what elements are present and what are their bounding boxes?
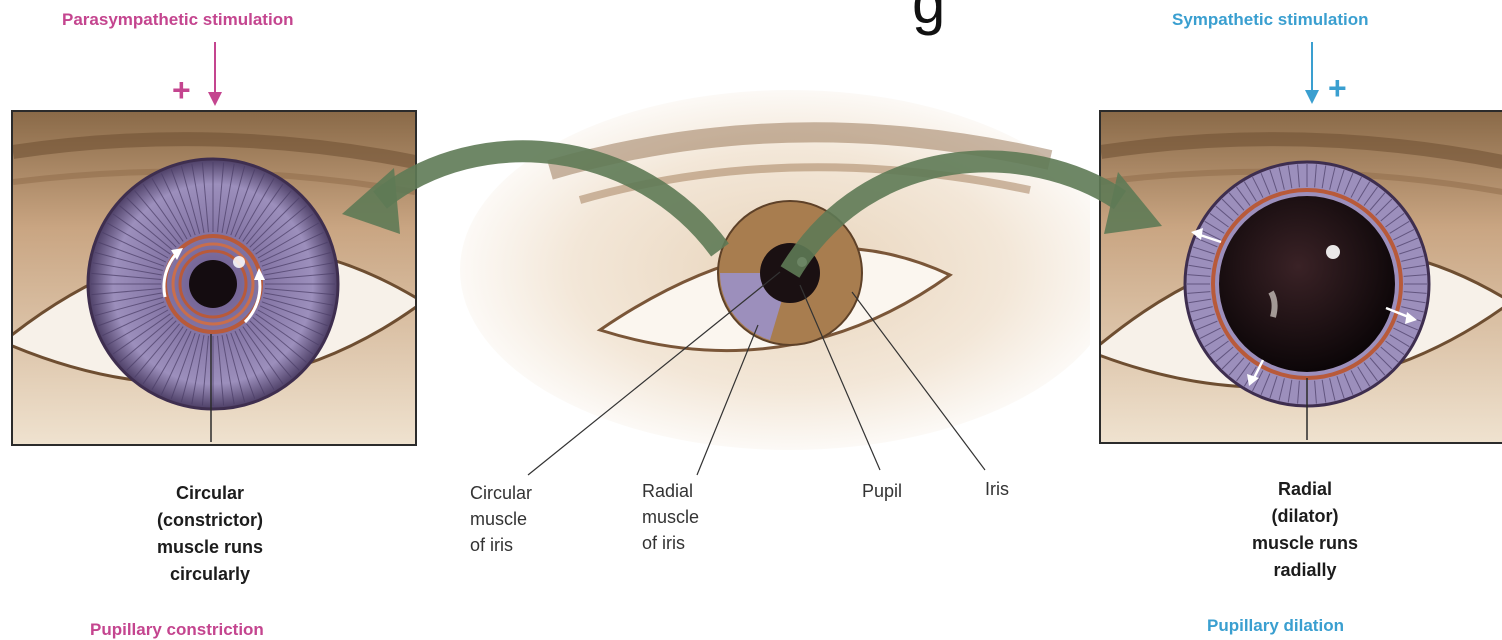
circular-muscle-of-iris-label: Circular muscle of iris xyxy=(470,480,532,558)
arrow-to-dilation-head xyxy=(1104,172,1162,234)
pupil-label: Pupil xyxy=(862,478,902,504)
circular-muscle-caption: Circular (constrictor) muscle runs circu… xyxy=(120,480,300,588)
leader-radial-muscle xyxy=(697,325,758,475)
leader-circular-muscle xyxy=(528,272,780,475)
pupillary-dilation-label: Pupillary dilation xyxy=(1207,616,1344,636)
arrow-to-constriction-head xyxy=(342,168,400,234)
arrow-to-constriction xyxy=(380,151,720,250)
arrow-to-dilation xyxy=(790,161,1120,272)
leader-iris xyxy=(852,292,985,470)
radial-muscle-of-iris-label: Radial muscle of iris xyxy=(642,478,699,556)
iris-label: Iris xyxy=(985,476,1009,502)
radial-muscle-caption: Radial (dilator) muscle runs radially xyxy=(1215,476,1395,584)
pupillary-constriction-label: Pupillary constriction xyxy=(90,620,264,640)
